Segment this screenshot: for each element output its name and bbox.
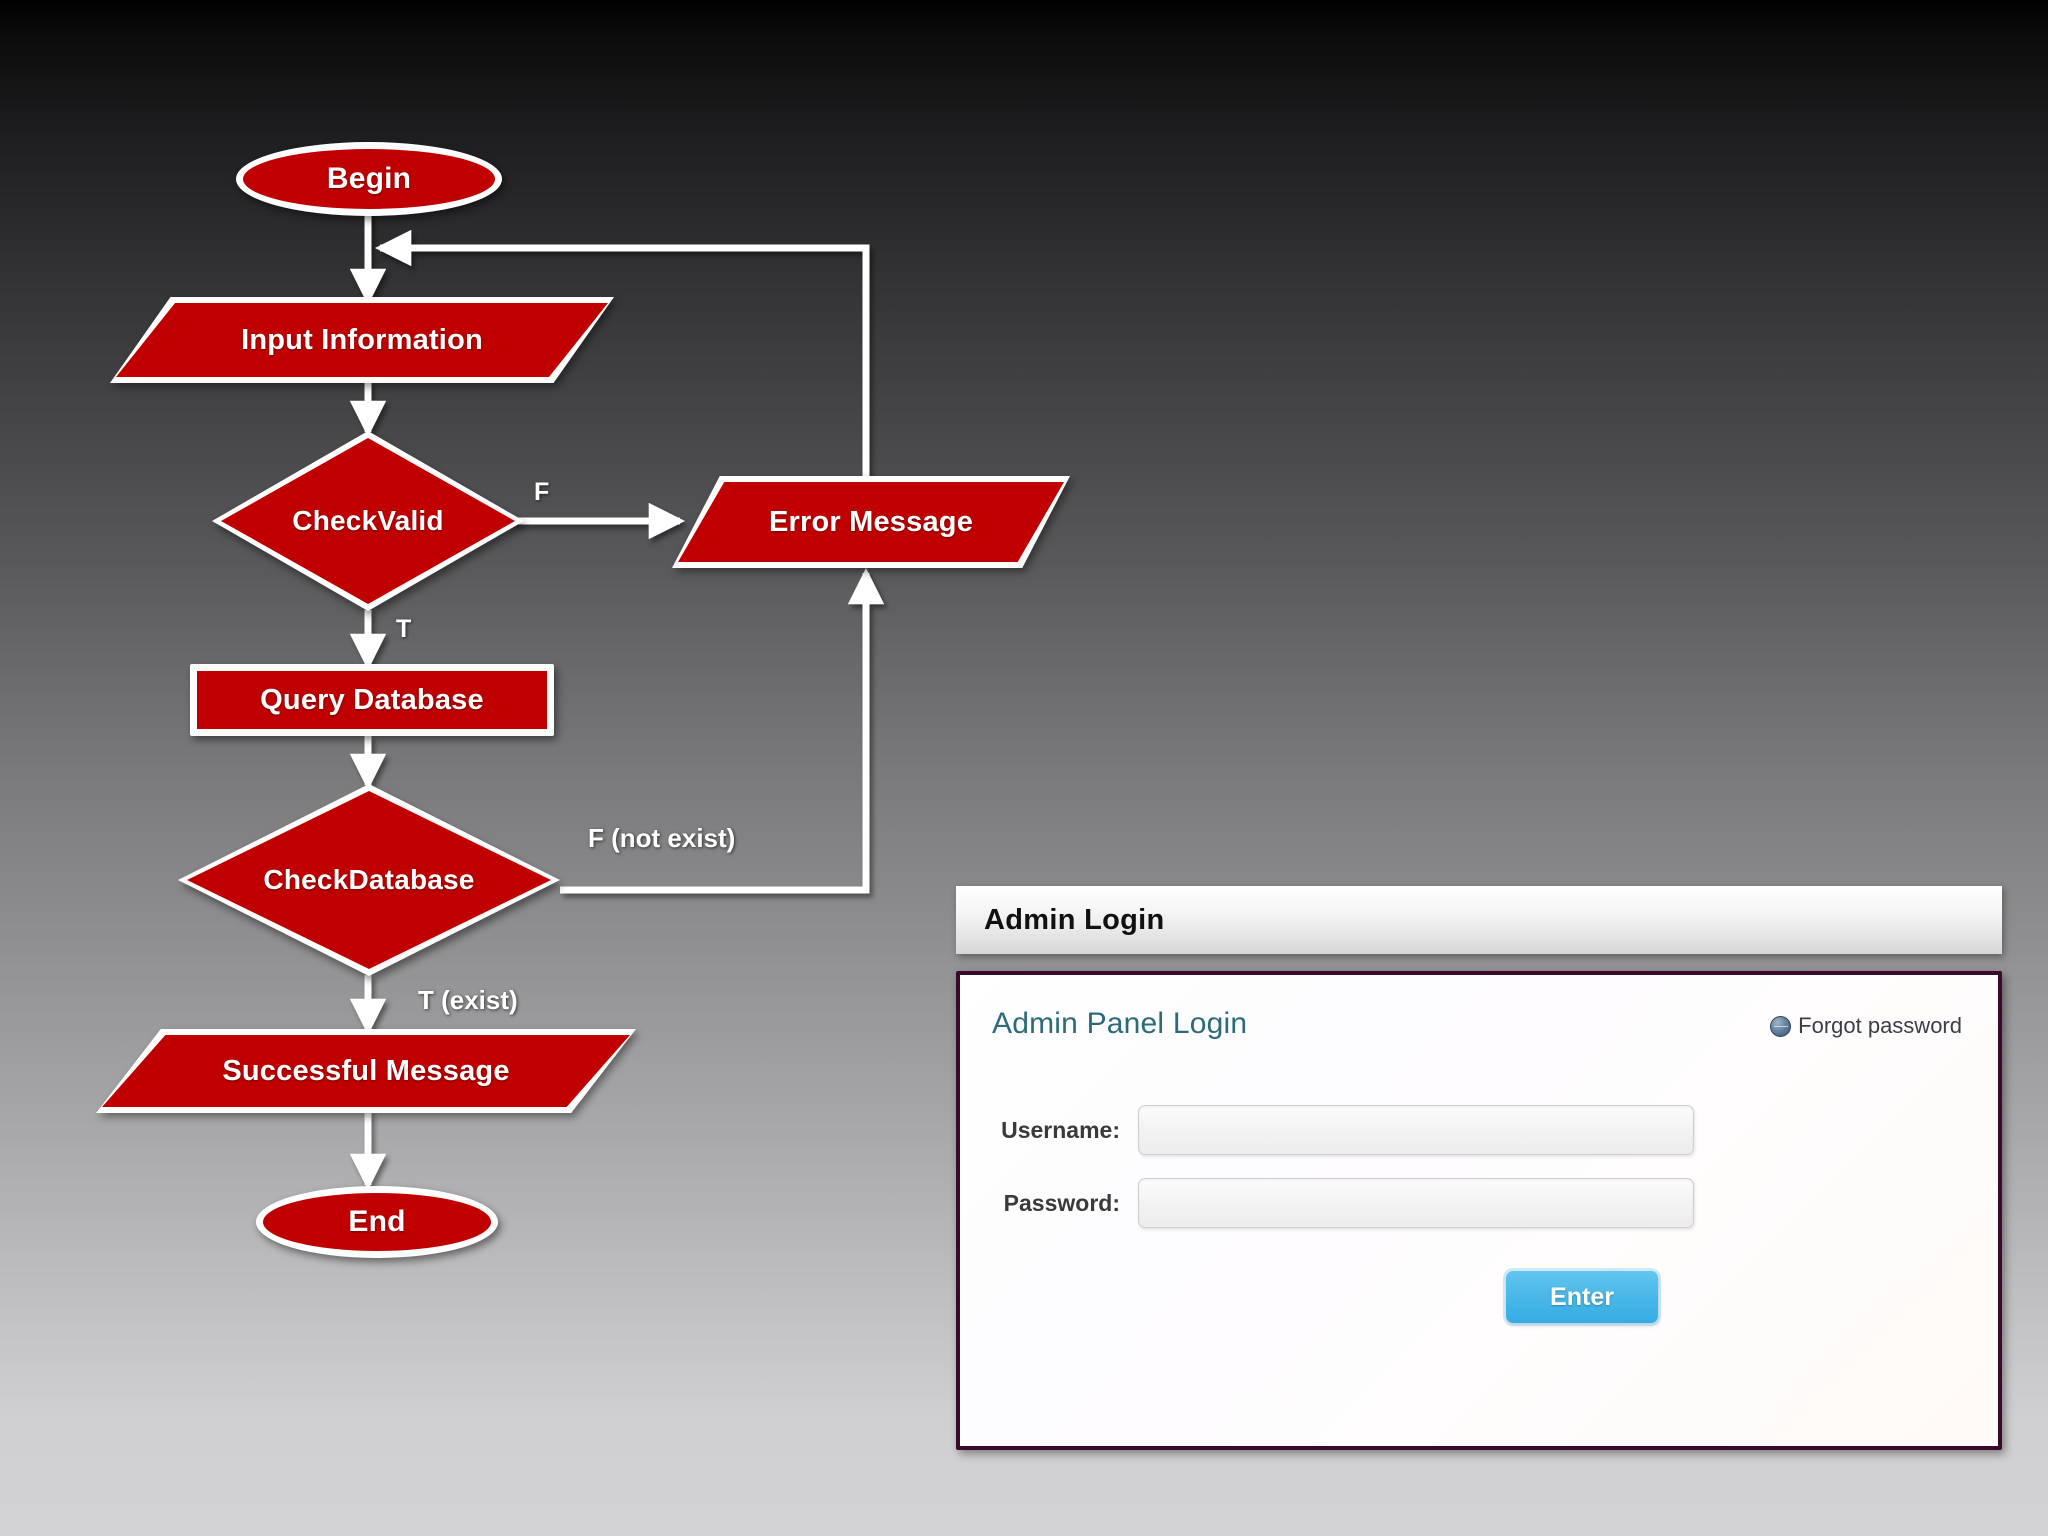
flow-node-begin[interactable]: Begin (236, 142, 502, 216)
flow-node-end-label: End (348, 1205, 406, 1239)
password-label: Password: (1003, 1189, 1120, 1216)
flow-node-successful-message[interactable]: Successful Message (96, 1029, 636, 1113)
io-shape-fill (116, 303, 608, 377)
edge-label-db-false: F (not exist) (588, 823, 736, 853)
edge-label-valid-true: T (396, 615, 412, 643)
password-input[interactable] (1138, 1178, 1694, 1228)
flow-node-check-database-label: CheckDatabase (263, 864, 475, 896)
io-shape-fill (678, 482, 1064, 562)
forgot-password-label: Forgot password (1798, 1013, 1962, 1038)
forgot-password-link[interactable]: Forgot password (1770, 1013, 1962, 1039)
admin-panel-heading: Admin Panel Login (992, 1007, 1248, 1040)
flow-node-query-database[interactable]: Query Database (190, 664, 554, 736)
flow-node-end[interactable]: End (256, 1186, 498, 1258)
flow-node-error-message-label: Error Message (768, 505, 974, 538)
flow-node-input-information-label: Input Information (241, 323, 483, 356)
flow-node-check-valid-label: CheckValid (292, 505, 444, 537)
admin-login-title: Admin Login (984, 903, 1165, 936)
flow-node-check-valid[interactable]: CheckValid (212, 431, 524, 611)
edge-label-db-true: T (exist) (418, 985, 518, 1015)
enter-button[interactable]: Enter (1506, 1271, 1658, 1323)
flow-node-error-message[interactable]: Error Message (672, 476, 1070, 568)
flowchart-connectors (349, 186, 885, 1191)
admin-login-window: Admin Login Admin Panel Login Forgot pas… (956, 886, 2002, 1450)
flow-node-successful-message-label: Successful Message (222, 1054, 510, 1087)
flow-node-query-database-label: Query Database (260, 683, 484, 716)
flow-node-begin-label: Begin (326, 162, 412, 196)
username-label: Username: (1001, 1116, 1120, 1143)
login-flowchart: Begin Input Information CheckValid Error… (96, 142, 1070, 1258)
io-shape-fill (102, 1035, 630, 1107)
admin-login-title-bar: Admin Login (956, 886, 2002, 954)
flow-node-input-information[interactable]: Input Information (110, 297, 614, 383)
password-field-row: Password: (996, 1178, 1694, 1228)
flow-node-check-database[interactable]: CheckDatabase (178, 784, 560, 976)
admin-login-panel: Admin Panel Login Forgot password Userna… (956, 971, 2002, 1450)
edge-label-valid-false: F (534, 478, 550, 506)
username-field-row: Username: (996, 1105, 1694, 1155)
username-input[interactable] (1138, 1105, 1694, 1155)
globe-icon (1770, 1015, 1792, 1037)
